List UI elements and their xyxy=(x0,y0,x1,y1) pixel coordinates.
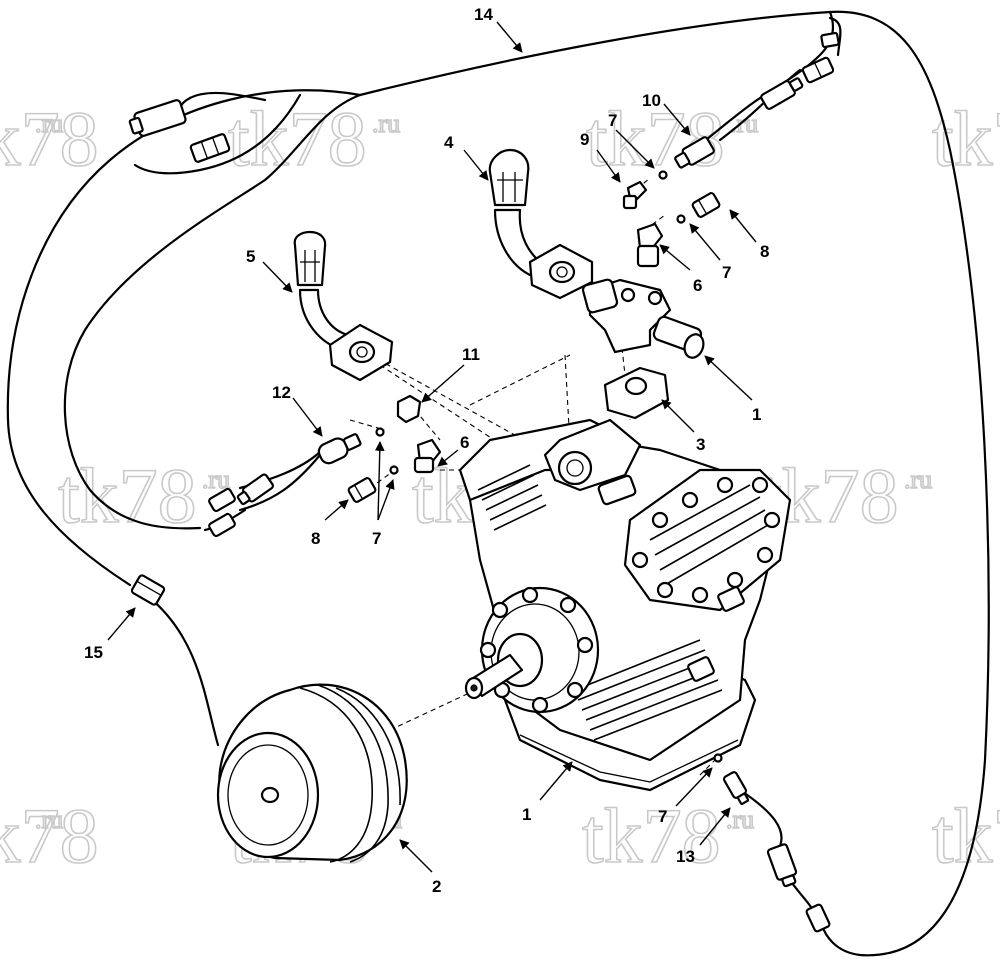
elbow-9 xyxy=(622,180,648,210)
wiring-harness xyxy=(6,10,990,957)
callout-12: 12 xyxy=(272,383,291,402)
watermark: tk78 xyxy=(931,94,1000,183)
callout-7-left: 7 xyxy=(372,529,381,548)
sensor-10 xyxy=(674,136,715,169)
svg-text:.ru: .ru xyxy=(35,805,63,834)
o-ring-7-right xyxy=(676,214,686,224)
fitting-8-right xyxy=(691,192,721,218)
small-fittings xyxy=(317,136,750,806)
svg-text:.ru: .ru xyxy=(726,805,754,834)
connector-plug-top-left xyxy=(128,99,187,137)
callout-14: 14 xyxy=(474,5,493,24)
connector-15 xyxy=(130,574,166,606)
svg-text:.ru: .ru xyxy=(904,465,932,494)
svg-text:tk78: tk78 xyxy=(228,95,367,182)
connector-bottom-right xyxy=(766,843,831,933)
watermark: tk78.ru xyxy=(227,94,401,183)
callout-7-top: 7 xyxy=(608,111,617,130)
clutch-pulley xyxy=(216,683,408,863)
head-ribs xyxy=(649,484,769,586)
watermark: tk78.ru xyxy=(57,451,231,540)
callout-8-left: 8 xyxy=(311,529,320,548)
o-ring-7-bottom xyxy=(713,753,723,763)
callout-8-right: 8 xyxy=(760,242,769,261)
callout-9: 9 xyxy=(580,130,589,149)
o-ring-7-left-lower xyxy=(389,465,399,475)
svg-text:tk78: tk78 xyxy=(932,792,1000,879)
fitting-8-left xyxy=(347,477,377,503)
callout-2: 2 xyxy=(432,877,441,896)
harness-connectors xyxy=(128,31,840,933)
connector-socket-top-left xyxy=(189,133,231,163)
discharge-line xyxy=(488,148,594,300)
svg-text:tk78: tk78 xyxy=(582,792,721,879)
callout-labels: 14 10 9 7 4 8 7 6 5 1 3 11 12 6 8 7 15 2… xyxy=(84,5,769,896)
callout-7-right: 7 xyxy=(722,263,731,282)
watermark: tk78.ru xyxy=(585,94,759,183)
watermark: tk78.ru xyxy=(581,791,755,880)
head-bolts xyxy=(631,476,781,604)
o-ring-7-top xyxy=(658,170,668,180)
cap-11 xyxy=(396,394,422,424)
callout-4: 4 xyxy=(444,133,454,152)
callout-3: 3 xyxy=(696,435,705,454)
service-valve xyxy=(581,278,705,359)
svg-text:tk78: tk78 xyxy=(58,452,197,539)
svg-text:tk78: tk78 xyxy=(0,95,99,182)
callout-7-bottom: 7 xyxy=(658,807,667,826)
callout-13: 13 xyxy=(676,847,695,866)
callout-5: 5 xyxy=(246,247,255,266)
gasket xyxy=(603,366,670,420)
callout-11: 11 xyxy=(462,345,480,364)
callout-15: 15 xyxy=(84,643,103,662)
cylinder-fins-rear xyxy=(477,464,547,531)
svg-text:.ru: .ru xyxy=(730,109,758,138)
svg-text:.ru: .ru xyxy=(372,109,400,138)
callout-6-left: 6 xyxy=(460,433,469,452)
callout-1-top: 1 xyxy=(752,405,761,424)
svg-text:tk78: tk78 xyxy=(0,792,99,879)
watermark: tk78.ru xyxy=(0,791,99,880)
compressor-body xyxy=(458,418,792,792)
watermark: tk78.ru xyxy=(0,94,99,183)
callout-10: 10 xyxy=(642,91,661,110)
o-ring-7-left-upper xyxy=(375,427,385,437)
svg-text:.ru: .ru xyxy=(35,109,63,138)
callout-1-bottom: 1 xyxy=(522,805,531,824)
suction-line xyxy=(293,230,394,382)
connector-pair-left xyxy=(208,473,274,538)
elbow-6-left xyxy=(413,438,442,474)
sensor-12 xyxy=(317,433,362,465)
flange-bolts xyxy=(479,586,594,714)
leader-lines xyxy=(107,21,757,873)
elbow-6-right xyxy=(636,222,664,268)
connector-pair-top-right xyxy=(760,31,840,110)
svg-text:tk78: tk78 xyxy=(932,95,1000,182)
watermark: tk78 xyxy=(931,791,1000,880)
sensor-13 xyxy=(722,771,750,806)
callout-6-right: 6 xyxy=(693,276,702,295)
